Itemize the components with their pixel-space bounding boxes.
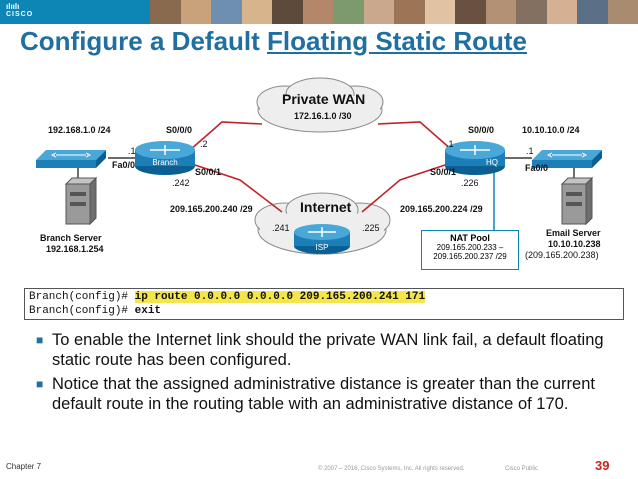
right-network-label: 209.165.200.224 /29: [400, 204, 483, 214]
branch-switch-icon[interactable]: [36, 150, 106, 168]
classification-text: Cisco Public: [505, 466, 539, 472]
hq-s000-ip: .1: [446, 139, 454, 149]
cli-command: ip route 0.0.0.0 0.0.0.0 209.165.200.241…: [134, 291, 426, 303]
private-wan-cloud: [256, 77, 384, 133]
hq-s001-ip: .226: [461, 178, 479, 188]
private-wan-title: Private WAN: [282, 91, 366, 107]
branch-fa00-label: Fa0/0: [112, 160, 136, 170]
left-network-label: 209.165.200.240 /29: [170, 204, 253, 214]
cli-line-2: Branch(config)# exit: [29, 305, 161, 317]
internet-title: Internet: [300, 199, 352, 215]
nat-pool-title: NAT Pool: [450, 233, 490, 243]
email-server-ip: 10.10.10.238: [548, 239, 601, 249]
branch-server-name: Branch Server: [40, 233, 102, 243]
hq-router-icon[interactable]: [445, 141, 505, 175]
header-photo: [424, 0, 455, 24]
hq-fa00-ip: .1: [526, 146, 534, 156]
branch-server-ip: 192.168.1.254: [46, 244, 104, 254]
header-photo-strip: [150, 0, 638, 24]
hq-lan-label: 10.10.10.0 /24: [522, 125, 580, 135]
header-photo: [394, 0, 425, 24]
hq-router-label: HQ: [486, 158, 498, 167]
bullet-square-icon: ■: [36, 377, 44, 391]
header-photo: [363, 0, 394, 24]
header-photo: [180, 0, 211, 24]
isp-left-ip: .241: [272, 223, 290, 233]
header-photo: [333, 0, 364, 24]
link-hq-isp: [361, 163, 449, 213]
header-photo: [577, 0, 608, 24]
bullet-item: ■ Notice that the assigned administrativ…: [36, 374, 626, 414]
header-photo: [241, 0, 272, 24]
bullet-text: Notice that the assigned administrative …: [52, 375, 595, 413]
header-photo: [485, 0, 516, 24]
header-photo: [211, 0, 242, 24]
hq-fa00-label: Fa0/0: [525, 163, 549, 173]
link-branch-wan: [189, 121, 263, 151]
isp-router-label: ISP: [316, 243, 329, 252]
nat-pool-line1: 209.165.200.233 –: [436, 243, 504, 252]
link-hq-wan: [377, 121, 453, 151]
cisco-logo: ılıılı CISCO: [6, 2, 34, 19]
bullet-item: ■ To enable the Internet link should the…: [36, 330, 626, 370]
header-photo: [516, 0, 547, 24]
branch-s001-label: S0/0/1: [195, 167, 222, 177]
hq-s000-label: S0/0/0: [468, 125, 495, 135]
chapter-label: Chapter 7: [6, 462, 42, 471]
page-number: 39: [595, 458, 610, 473]
nat-pool-line2: 209.165.200.237 /29: [433, 252, 507, 261]
bullet-text: To enable the Internet link should the p…: [52, 331, 604, 369]
bullet-list: ■ To enable the Internet link should the…: [36, 330, 626, 418]
branch-router-label: Branch: [152, 158, 177, 167]
branch-s000-label: S0/0/0: [166, 125, 193, 135]
header-photo: [607, 0, 638, 24]
branch-fa00-ip: .1: [128, 146, 136, 156]
hq-switch-icon[interactable]: [532, 150, 602, 168]
hq-s001-label: S0/0/1: [430, 167, 457, 177]
cli-command-box: Branch(config)# ip route 0.0.0.0 0.0.0.0…: [24, 288, 624, 320]
isp-router-icon[interactable]: [294, 224, 350, 254]
title-underlined: Floating Static Route: [267, 26, 528, 56]
isp-right-ip: .225: [362, 223, 380, 233]
cli-prompt: Branch(config)#: [29, 291, 135, 303]
header-photo: [150, 0, 181, 24]
email-server-icon[interactable]: [560, 176, 594, 226]
copyright-text: © 2007 – 2016, Cisco Systems, Inc. All r…: [318, 466, 465, 472]
cli-command: exit: [134, 305, 162, 317]
branch-router-icon[interactable]: [135, 141, 195, 175]
slide-title: Configure a Default Floating Static Rout…: [20, 26, 527, 57]
link-branch-isp: [191, 163, 283, 213]
serial-links: [189, 121, 453, 213]
branch-lan-label: 192.168.1.0 /24: [48, 125, 111, 135]
branch-server-icon[interactable]: [64, 176, 98, 226]
header-photo: [546, 0, 577, 24]
cli-prompt: Branch(config)#: [29, 305, 135, 317]
header-photo: [302, 0, 333, 24]
email-server-public-ip: (209.165.200.238): [525, 250, 599, 260]
private-wan-subnet: 172.16.1.0 /30: [294, 111, 352, 121]
cisco-bars-icon: ılıılı: [6, 2, 20, 11]
network-topology-diagram: Branch HQ ISP: [36, 77, 602, 255]
branch-s000-ip: .2: [200, 139, 208, 149]
header-photo: [272, 0, 303, 24]
email-server-name: Email Server: [546, 228, 601, 238]
nat-pool-box: NAT Pool 209.165.200.233 – 209.165.200.2…: [421, 230, 519, 270]
header-photo: [455, 0, 486, 24]
title-prefix: Configure a Default: [20, 26, 268, 56]
bullet-square-icon: ■: [36, 333, 44, 347]
logo-text: CISCO: [6, 11, 34, 18]
branch-s001-ip: .242: [172, 178, 190, 188]
cli-line-1: Branch(config)# ip route 0.0.0.0 0.0.0.0…: [29, 291, 426, 303]
